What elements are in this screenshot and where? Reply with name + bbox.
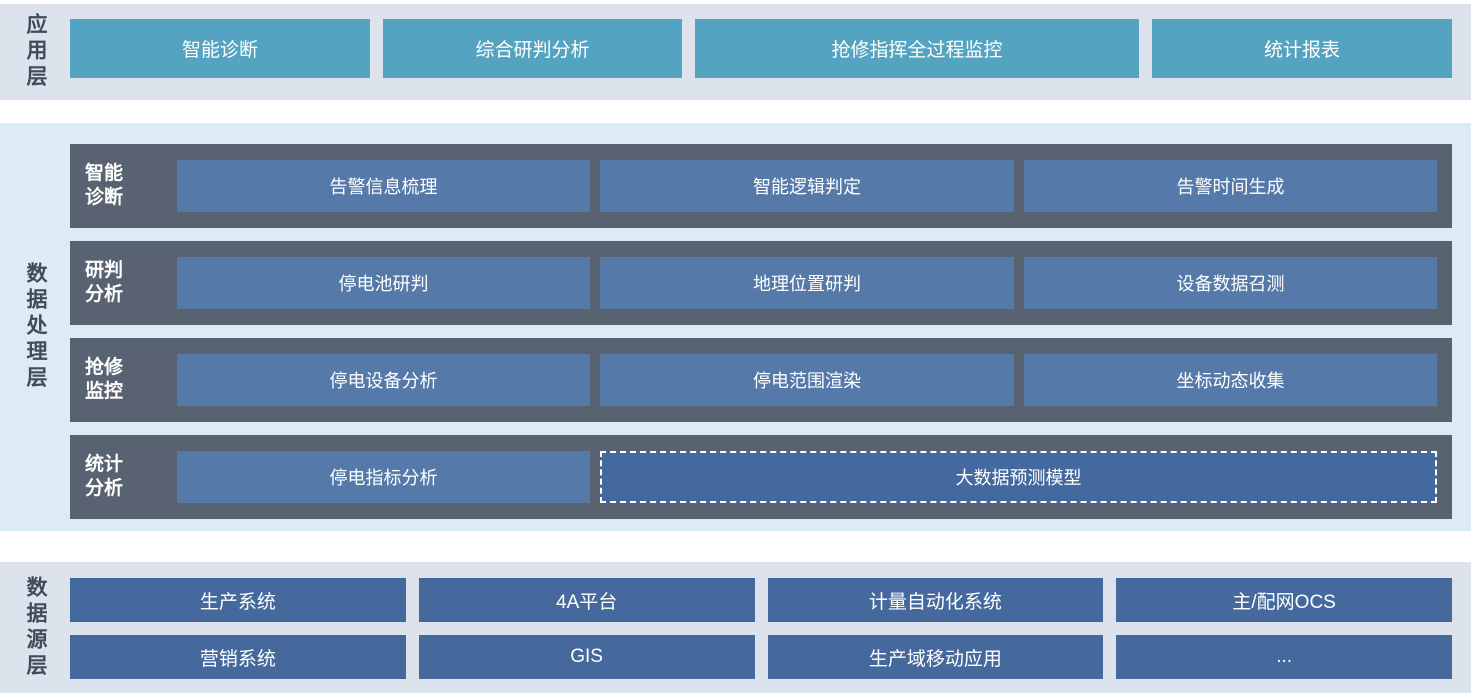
- module-block: 告警信息梳理: [177, 160, 590, 212]
- app-block-intelligent-diagnosis: 智能诊断: [70, 19, 370, 78]
- module-block: 地理位置研判: [600, 257, 1014, 309]
- source-block: 生产域移动应用: [767, 635, 1104, 679]
- source-block-more: ...: [1116, 635, 1452, 679]
- module-block: 告警时间生成: [1024, 160, 1437, 212]
- processing-rows: 智能诊断 告警信息梳理 智能逻辑判定 告警时间生成 研判分析 停电池研判 地理位…: [70, 144, 1452, 519]
- row-label: 智能诊断: [85, 163, 124, 208]
- module-block-big-data-prediction-dashed: 大数据预测模型: [600, 451, 1437, 503]
- processing-row-intelligent-diagnosis: 智能诊断 告警信息梳理 智能逻辑判定 告警时间生成: [70, 144, 1452, 228]
- module-block: 坐标动态收集: [1024, 354, 1437, 406]
- application-layer-buttons: 智能诊断 综合研判分析 抢修指挥全过程监控 统计报表: [70, 19, 1452, 78]
- processing-row-repair-monitoring: 抢修监控 停电设备分析 停电范围渲染 坐标动态收集: [70, 338, 1452, 422]
- source-block: 计量自动化系统: [767, 578, 1104, 622]
- module-block: 智能逻辑判定: [600, 160, 1014, 212]
- data-processing-layer-label: 数据处理层: [24, 262, 47, 392]
- row-label: 抢修监控: [85, 357, 124, 402]
- application-layer-section: 应用层 智能诊断 综合研判分析 抢修指挥全过程监控 统计报表: [0, 4, 1471, 100]
- module-block: 停电指标分析: [177, 451, 590, 503]
- module-block: 停电设备分析: [177, 354, 590, 406]
- data-source-grid: 生产系统 4A平台 计量自动化系统 主/配网OCS 营销系统 GIS 生产域移动…: [70, 578, 1452, 679]
- app-block-statistical-reports: 统计报表: [1152, 19, 1452, 78]
- row-label: 研判分析: [85, 260, 124, 305]
- source-block: 主/配网OCS: [1116, 578, 1452, 622]
- data-source-layer-label: 数据源层: [24, 575, 47, 680]
- module-block: 设备数据召测: [1024, 257, 1437, 309]
- processing-row-analysis: 研判分析 停电池研判 地理位置研判 设备数据召测: [70, 241, 1452, 325]
- app-block-comprehensive-analysis: 综合研判分析: [383, 19, 682, 78]
- module-block: 停电范围渲染: [600, 354, 1014, 406]
- processing-row-statistical-analysis: 统计分析 停电指标分析 大数据预测模型: [70, 435, 1452, 519]
- source-block: GIS: [418, 635, 755, 679]
- row-label: 统计分析: [85, 454, 124, 499]
- source-block: 营销系统: [70, 635, 406, 679]
- source-block: 生产系统: [70, 578, 406, 622]
- module-block: 停电池研判: [177, 257, 590, 309]
- app-block-repair-monitoring: 抢修指挥全过程监控: [695, 19, 1139, 78]
- data-processing-layer-section: 数据处理层 智能诊断 告警信息梳理 智能逻辑判定 告警时间生成 研判分析 停电池…: [0, 123, 1471, 531]
- data-source-layer-section: 数据源层 生产系统 4A平台 计量自动化系统 主/配网OCS 营销系统 GIS …: [0, 562, 1471, 693]
- application-layer-label: 应用层: [24, 13, 47, 91]
- source-block: 4A平台: [418, 578, 755, 622]
